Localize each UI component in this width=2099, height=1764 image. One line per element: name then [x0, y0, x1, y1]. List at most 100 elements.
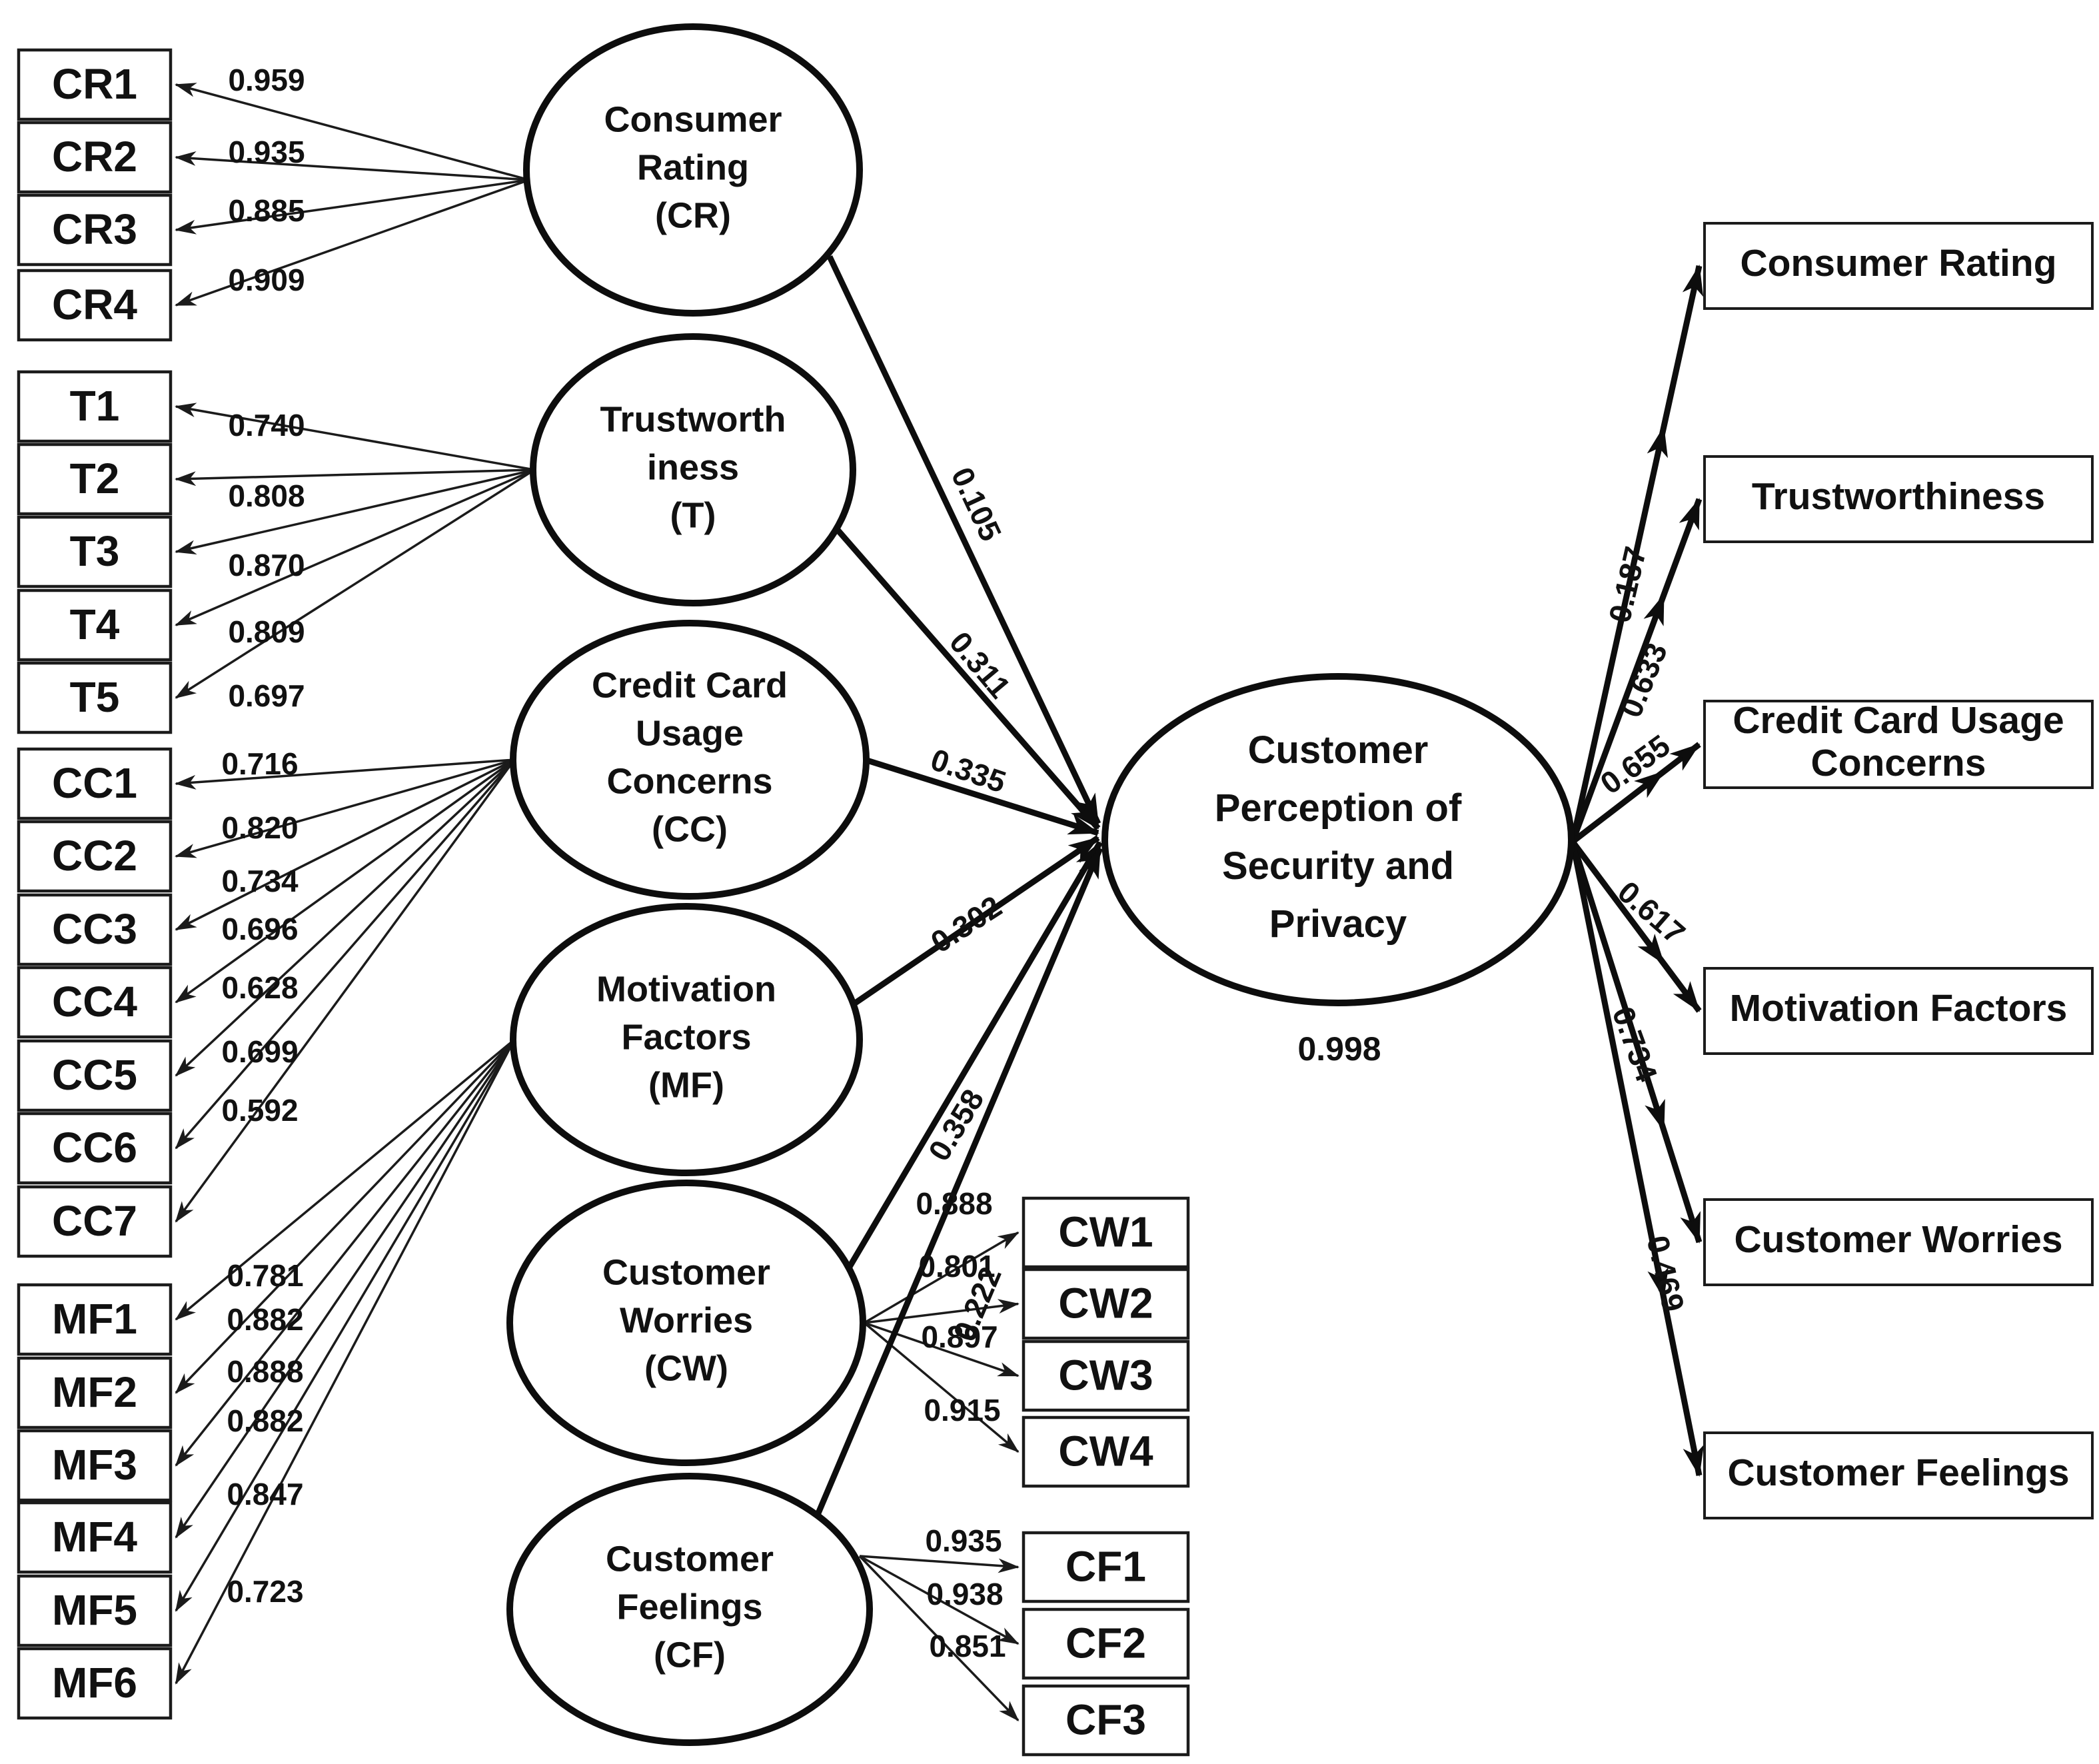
- latent-label-line: (MF): [648, 1065, 724, 1105]
- indicator-box: [17, 1039, 173, 1112]
- indicator-box: [17, 1112, 173, 1185]
- indicator-box: [17, 893, 173, 966]
- loading-label: 0.915: [924, 1393, 1000, 1427]
- indicator-box: [17, 442, 173, 516]
- loading-label: 0.801: [918, 1249, 995, 1284]
- indicator-label: T4: [70, 600, 120, 648]
- indicator-box: [17, 515, 173, 588]
- loading-label: 0.716: [221, 746, 298, 781]
- path-coefficient-label: 0.469: [1640, 1232, 1691, 1315]
- indicator-box: [17, 1283, 173, 1356]
- indicator-box: [17, 588, 173, 662]
- indicator-label: CC7: [52, 1197, 137, 1245]
- loading-label: 0.847: [227, 1477, 303, 1511]
- loading-arrow: [175, 151, 530, 181]
- indicator-label: MF5: [52, 1586, 137, 1634]
- loading-arrow: [858, 1555, 1020, 1721]
- loading-label: 0.938: [926, 1577, 1003, 1611]
- loading-label: 0.935: [925, 1523, 1002, 1558]
- loading-label: 0.781: [227, 1258, 303, 1293]
- loading-arrow: [175, 1038, 516, 1394]
- path-coefficient-label: 0.302: [924, 889, 1008, 960]
- latent-label-line: (T): [670, 495, 716, 535]
- structural-path: [864, 756, 1099, 836]
- indicator-box: [17, 193, 173, 267]
- loading-arrow: [175, 1039, 516, 1612]
- indicator-box: [17, 269, 173, 342]
- loading-label: 0.870: [228, 548, 305, 582]
- latent-ellipse: [530, 333, 856, 606]
- loading-label: 0.809: [228, 614, 305, 649]
- r-squared-label: 0.998: [1297, 1030, 1381, 1068]
- loading-label: 0.935: [228, 135, 305, 169]
- loading-label: 0.628: [221, 970, 298, 1005]
- indicator-box: [17, 747, 173, 820]
- indicator-label: CW3: [1058, 1351, 1153, 1399]
- latent-ellipse: [510, 903, 863, 1176]
- latent-label-line: Usage: [636, 713, 744, 753]
- structural-path: [826, 255, 1101, 825]
- outcome-path: [1569, 498, 1703, 843]
- structural-path: [845, 840, 1103, 1272]
- indicator-box: [17, 48, 173, 121]
- indicator-box: [17, 121, 173, 194]
- indicator-box: [17, 661, 173, 734]
- loading-label: 0.851: [929, 1629, 1006, 1663]
- indicator-box: [17, 1429, 173, 1502]
- outcome-path: [1570, 840, 1702, 1013]
- indicator-label: CF1: [1065, 1542, 1146, 1590]
- indicator-label: CC2: [52, 832, 137, 880]
- outcome-box: [1703, 455, 2094, 543]
- indicator-label: CR4: [52, 281, 137, 329]
- loading-label: 0.888: [227, 1354, 303, 1389]
- center-label-line: Customer: [1248, 728, 1429, 772]
- outcome-box: [1703, 1198, 2094, 1286]
- loading-label: 0.820: [221, 810, 298, 845]
- latent-label-line: (CF): [654, 1635, 726, 1675]
- center-label-line: Privacy: [1269, 902, 1407, 946]
- latent-ellipse: [523, 23, 863, 317]
- outcome-path: [1569, 840, 1703, 1244]
- loading-arrow: [175, 179, 530, 235]
- latent-label-line: Customer: [602, 1252, 770, 1292]
- indicator-label: CR3: [52, 205, 137, 253]
- indicator-label: T3: [70, 527, 120, 575]
- outcome-box: [1703, 222, 2094, 310]
- loading-arrow: [175, 468, 535, 486]
- loading-arrow: [864, 1299, 1020, 1324]
- indicator-label: MF3: [52, 1441, 137, 1489]
- indicator-label: CC1: [52, 759, 137, 807]
- indicator-box: [1022, 1415, 1190, 1488]
- latent-label-line: (CR): [655, 195, 731, 235]
- loading-arrow: [175, 468, 535, 555]
- loading-label: 0.697: [228, 678, 305, 713]
- latent-label-line: Customer: [606, 1539, 774, 1579]
- latent-label-line: Trustworth: [600, 399, 786, 439]
- latent-label-line: Concerns: [606, 761, 772, 801]
- loading-arrow: [175, 758, 516, 1004]
- outcome-label-line: Concerns: [1811, 742, 1986, 784]
- loading-label: 0.592: [221, 1093, 298, 1128]
- latent-label-line: Consumer: [604, 99, 782, 139]
- indicator-label: MF6: [52, 1659, 137, 1707]
- indicator-label: T2: [70, 454, 120, 502]
- loading-label: 0.734: [221, 864, 299, 898]
- center-latent-ellipse: [1101, 673, 1575, 1006]
- indicator-box: [1022, 1268, 1190, 1340]
- indicator-label: T5: [70, 673, 120, 721]
- loading-arrow: [864, 1231, 1020, 1324]
- loading-arrow: [175, 1039, 516, 1539]
- loading-label: 0.959: [228, 63, 305, 97]
- indicator-box: [1022, 1196, 1190, 1269]
- loading-arrow: [175, 83, 530, 181]
- indicator-box: [1022, 1531, 1190, 1603]
- latent-label-line: Feelings: [616, 1587, 762, 1627]
- center-label-line: Perception of: [1215, 786, 1462, 830]
- indicator-box: [17, 820, 173, 893]
- latent-ellipse: [510, 620, 870, 900]
- outcome-path: [1571, 742, 1701, 844]
- indicator-label: CW4: [1058, 1427, 1153, 1475]
- loading-arrow: [175, 1038, 516, 1467]
- indicator-label: CW1: [1058, 1208, 1153, 1256]
